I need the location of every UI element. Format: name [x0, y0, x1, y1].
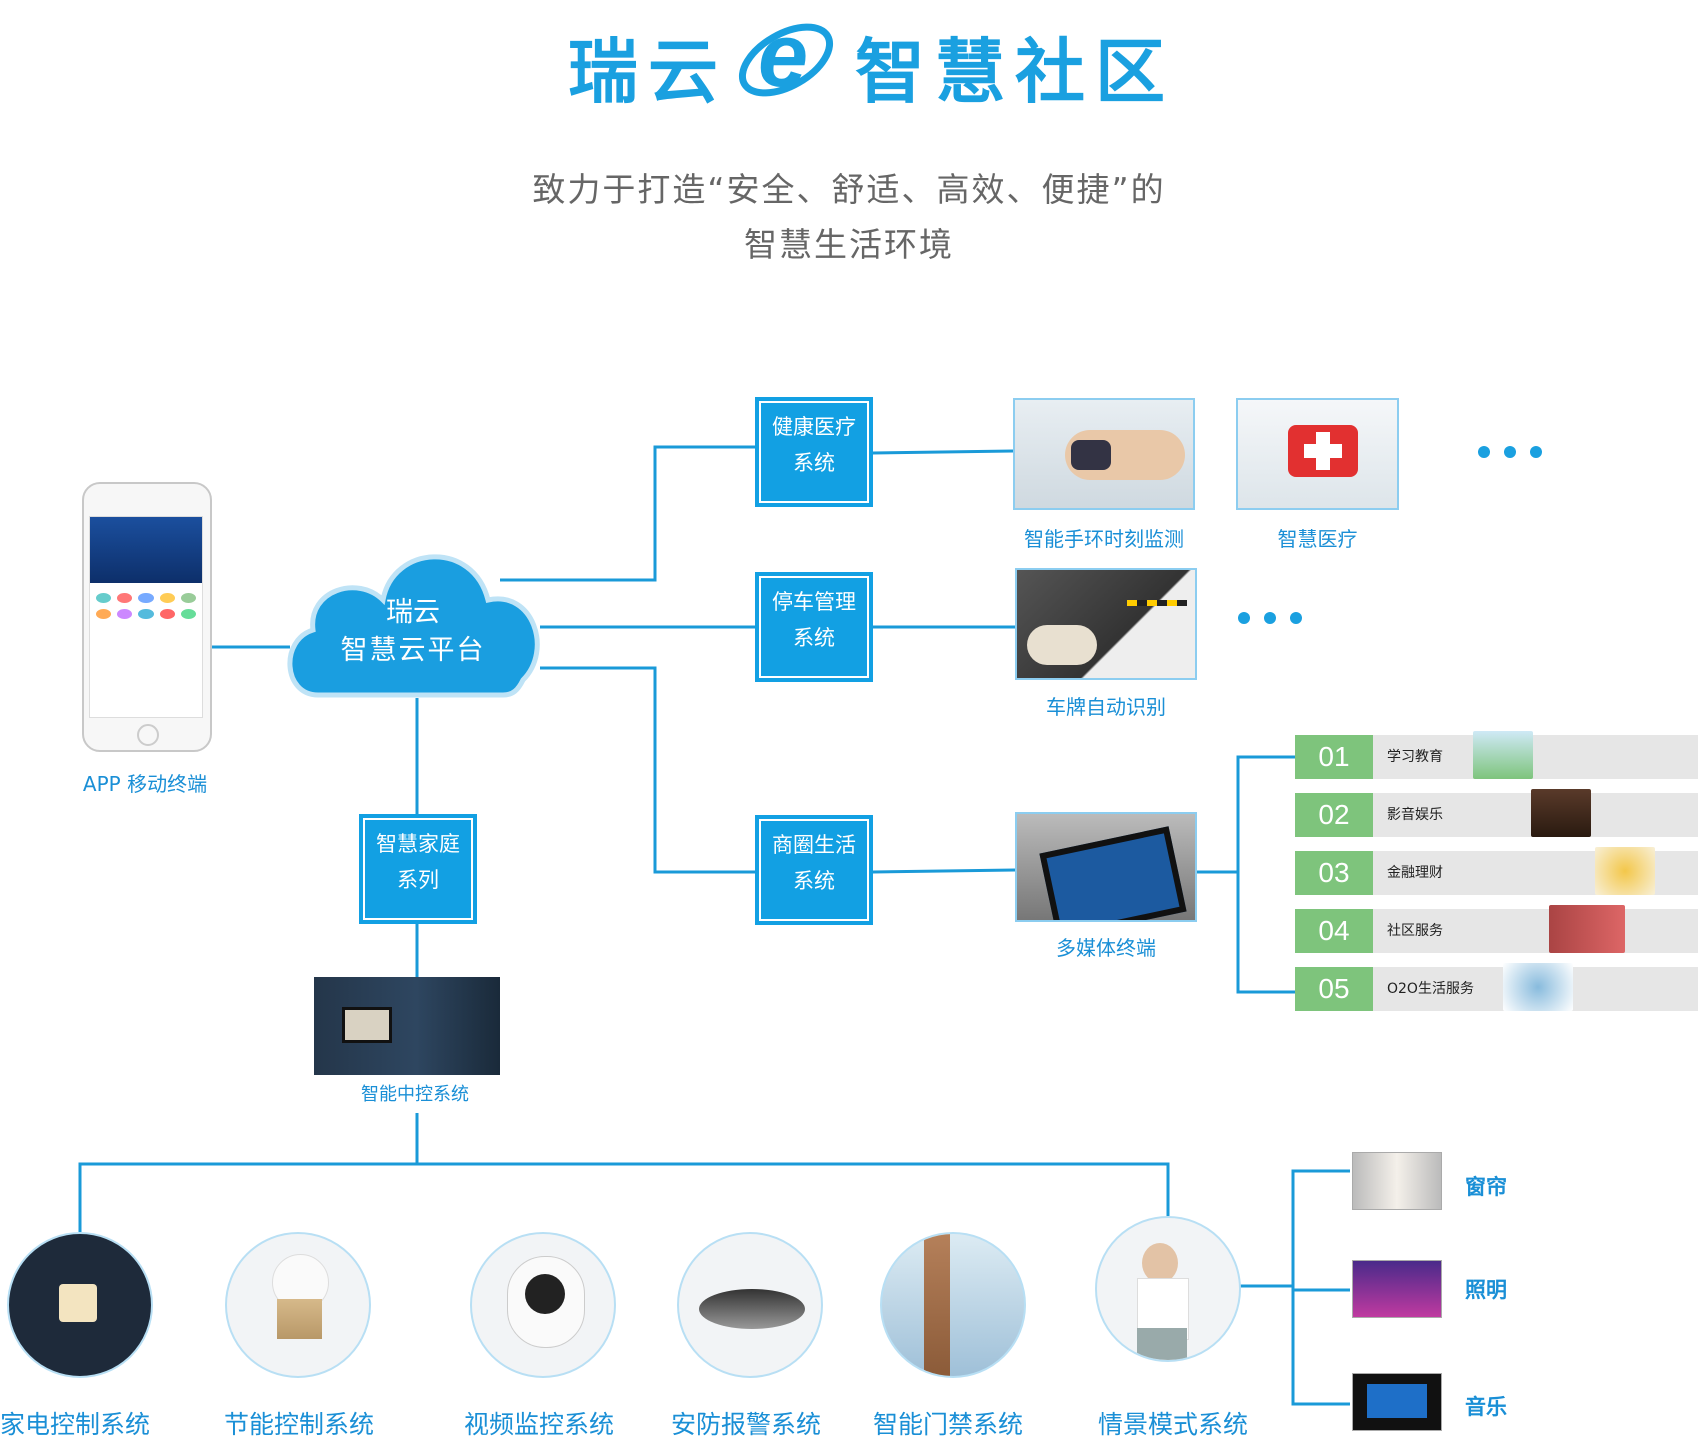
central-control-image: [314, 977, 500, 1075]
finance-image: [1595, 847, 1655, 895]
camera-circle: [470, 1232, 616, 1378]
brand-title-left: 瑞云: [568, 31, 728, 113]
central-caption: 智能中控系统: [361, 1084, 469, 1105]
service-label: 金融理财: [1387, 865, 1443, 881]
cloud-platform: 瑞云 智慧云平台: [278, 530, 548, 700]
commerce-system-line2: 系统: [793, 869, 835, 893]
multimedia-caption: 多媒体终端: [1056, 936, 1156, 960]
o2o-image: [1503, 963, 1573, 1011]
bottom-label-appliance: 家电控制系统: [0, 1410, 151, 1439]
bottom-label-scene: 情景模式系统: [1098, 1410, 1249, 1439]
svg-text:e: e: [758, 10, 808, 106]
curtain-image: [1352, 1152, 1442, 1210]
service-label: O2O生活服务: [1387, 981, 1474, 997]
wristband-caption: 智能手环时刻监测: [1024, 527, 1184, 551]
service-number: 02: [1295, 793, 1373, 837]
multimedia-image: [1015, 812, 1197, 922]
medical-caption: 智慧医疗: [1277, 527, 1358, 551]
subtitle-line1: 致力于打造“安全、舒适、高效、便捷”的: [532, 170, 1166, 209]
parking-system-box[interactable]: 停车管理 系统: [755, 572, 873, 682]
home-system-line2: 系列: [397, 868, 439, 892]
door-lock-circle: [880, 1232, 1026, 1378]
lighting-image: [1352, 1260, 1442, 1318]
bottom-label-energy: 节能控制系统: [224, 1410, 375, 1439]
alarm-circle: [677, 1232, 823, 1378]
app-label: APP 移动终端: [82, 772, 208, 796]
home-system-line1: 智慧家庭: [376, 832, 460, 856]
commerce-system-box[interactable]: 商圈生活 系统: [755, 815, 873, 925]
brand-title-right: 智慧社区: [855, 31, 1175, 113]
parking-system-line2: 系统: [793, 626, 835, 650]
service-item[interactable]: 05 O2O生活服务: [1295, 963, 1698, 1011]
wristband-image: [1013, 398, 1195, 510]
appliance-circle: [7, 1232, 153, 1378]
service-number: 03: [1295, 851, 1373, 895]
health-system-line1: 健康医疗: [772, 415, 856, 439]
service-number: 04: [1295, 909, 1373, 953]
bottom-label-access: 智能门禁系统: [873, 1410, 1024, 1439]
service-number: 01: [1295, 735, 1373, 779]
parking-system-line1: 停车管理: [772, 590, 856, 614]
music-label: 音乐: [1465, 1395, 1507, 1419]
lighting-label: 照明: [1465, 1278, 1507, 1302]
health-system-box[interactable]: 健康医疗 系统: [755, 397, 873, 507]
entertainment-image: [1531, 789, 1591, 837]
bottom-label-alarm: 安防报警系统: [671, 1410, 822, 1439]
music-image: [1352, 1373, 1442, 1431]
brand-title: 瑞云 e 智慧社区: [0, 6, 1698, 116]
service-label: 影音娱乐: [1387, 807, 1443, 823]
education-image: [1473, 731, 1533, 779]
health-system-line2: 系统: [793, 451, 835, 475]
home-system-box[interactable]: 智慧家庭 系列: [359, 814, 477, 924]
community-image: [1549, 905, 1625, 953]
curtain-label: 窗帘: [1465, 1175, 1507, 1199]
service-item[interactable]: 04 社区服务: [1295, 905, 1698, 953]
service-label: 学习教育: [1387, 749, 1443, 765]
commerce-system-line1: 商圈生活: [772, 833, 856, 857]
subtitle-line2: 智慧生活环境: [744, 225, 954, 264]
cloud-icon: [287, 554, 540, 698]
plate-caption: 车牌自动识别: [1046, 695, 1166, 719]
more-dots-icon-2: [1238, 612, 1302, 624]
more-dots-icon: [1478, 446, 1542, 458]
phone-icon: [82, 482, 212, 752]
bottom-label-video: 视频监控系统: [464, 1410, 615, 1439]
medical-kit-image: [1236, 398, 1399, 510]
cloud-title-line2: 智慧云平台: [340, 635, 486, 666]
service-item[interactable]: 02 影音娱乐: [1295, 789, 1698, 837]
service-label: 社区服务: [1387, 923, 1443, 939]
plate-recognition-image: [1015, 568, 1197, 680]
energy-circle: [225, 1232, 371, 1378]
cloud-title-line1: 瑞云: [386, 597, 440, 628]
e-logo-icon: e: [728, 6, 838, 110]
service-item[interactable]: 03 金融理财: [1295, 847, 1698, 895]
service-item[interactable]: 01 学习教育: [1295, 731, 1698, 779]
scene-mode-circle: [1095, 1216, 1241, 1362]
service-number: 05: [1295, 967, 1373, 1011]
